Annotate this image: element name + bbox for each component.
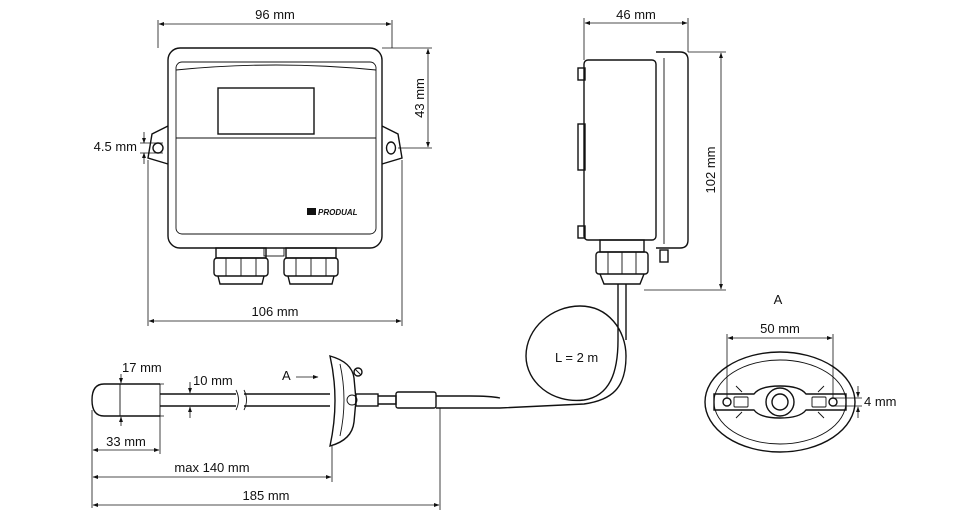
display-window [217,87,315,135]
cable-gland-left [213,247,269,285]
cable: L = 2 m [436,284,627,409]
dim-label-height-partial: 43 mm [412,78,427,118]
side-cable-gland [595,239,649,285]
dim-label-total-length: 185 mm [243,488,290,503]
side-housing-lid [656,51,689,249]
tube-break [235,389,247,411]
cable-loop [436,284,627,409]
dim-label-hole: 4.5 mm [94,139,137,154]
cable-length-label: L = 2 m [555,350,598,365]
side-lid-latch [659,249,669,263]
dim-label-slot-width: 4 mm [864,394,897,409]
flange-rib [713,385,847,419]
front-view: PRODUAL 96 mm 43 mm [94,7,432,326]
dim-label-tube-diameter: 10 mm [193,373,233,388]
flange-center-outer [765,387,795,417]
cable-gland-right [283,247,339,285]
brand-text: PRODUAL [318,208,358,217]
dim-label-width-bottom: 106 mm [252,304,299,319]
flange-slot-left [722,397,732,407]
left-mounting-ear [147,125,169,165]
sensor-tip [91,383,160,417]
lid-edge-top [175,64,377,71]
right-mounting-ear [381,125,403,165]
housing-inner [175,61,377,235]
cable-sleeve [395,391,437,409]
flange-view-a: A 50 mm 4 mm [704,292,897,453]
dim-label-sensor-length: 33 mm [106,434,146,449]
mounting-flange [329,355,357,447]
dim-label-max-length: max 140 mm [174,460,249,475]
dim-label-depth: 46 mm [616,7,656,22]
bottom-tab [263,247,285,257]
brand-logo-mark [307,208,316,215]
flange-slot-right [828,397,838,407]
probe: A 17 mm 10 mm 33 mm max 140 mm 185 mm [91,355,501,510]
dim-label-width-top: 96 mm [255,7,295,22]
dim-label-sensor-diameter: 17 mm [122,360,162,375]
side-housing-body [583,59,657,241]
housing-outer [167,47,383,249]
view-arrow-label: A [282,368,291,383]
left-mounting-hole [152,142,164,154]
flange-center-inner [771,393,789,411]
dim-label-height: 102 mm [703,147,718,194]
flange-screw [353,367,363,377]
right-mounting-hole [385,141,397,155]
dim-label-hole-spacing: 50 mm [760,321,800,336]
side-mounting-clip-top [577,123,586,171]
side-view: 46 mm 102 mm [577,7,726,291]
flange-view-title: A [774,292,783,307]
flange-outer [704,351,856,453]
